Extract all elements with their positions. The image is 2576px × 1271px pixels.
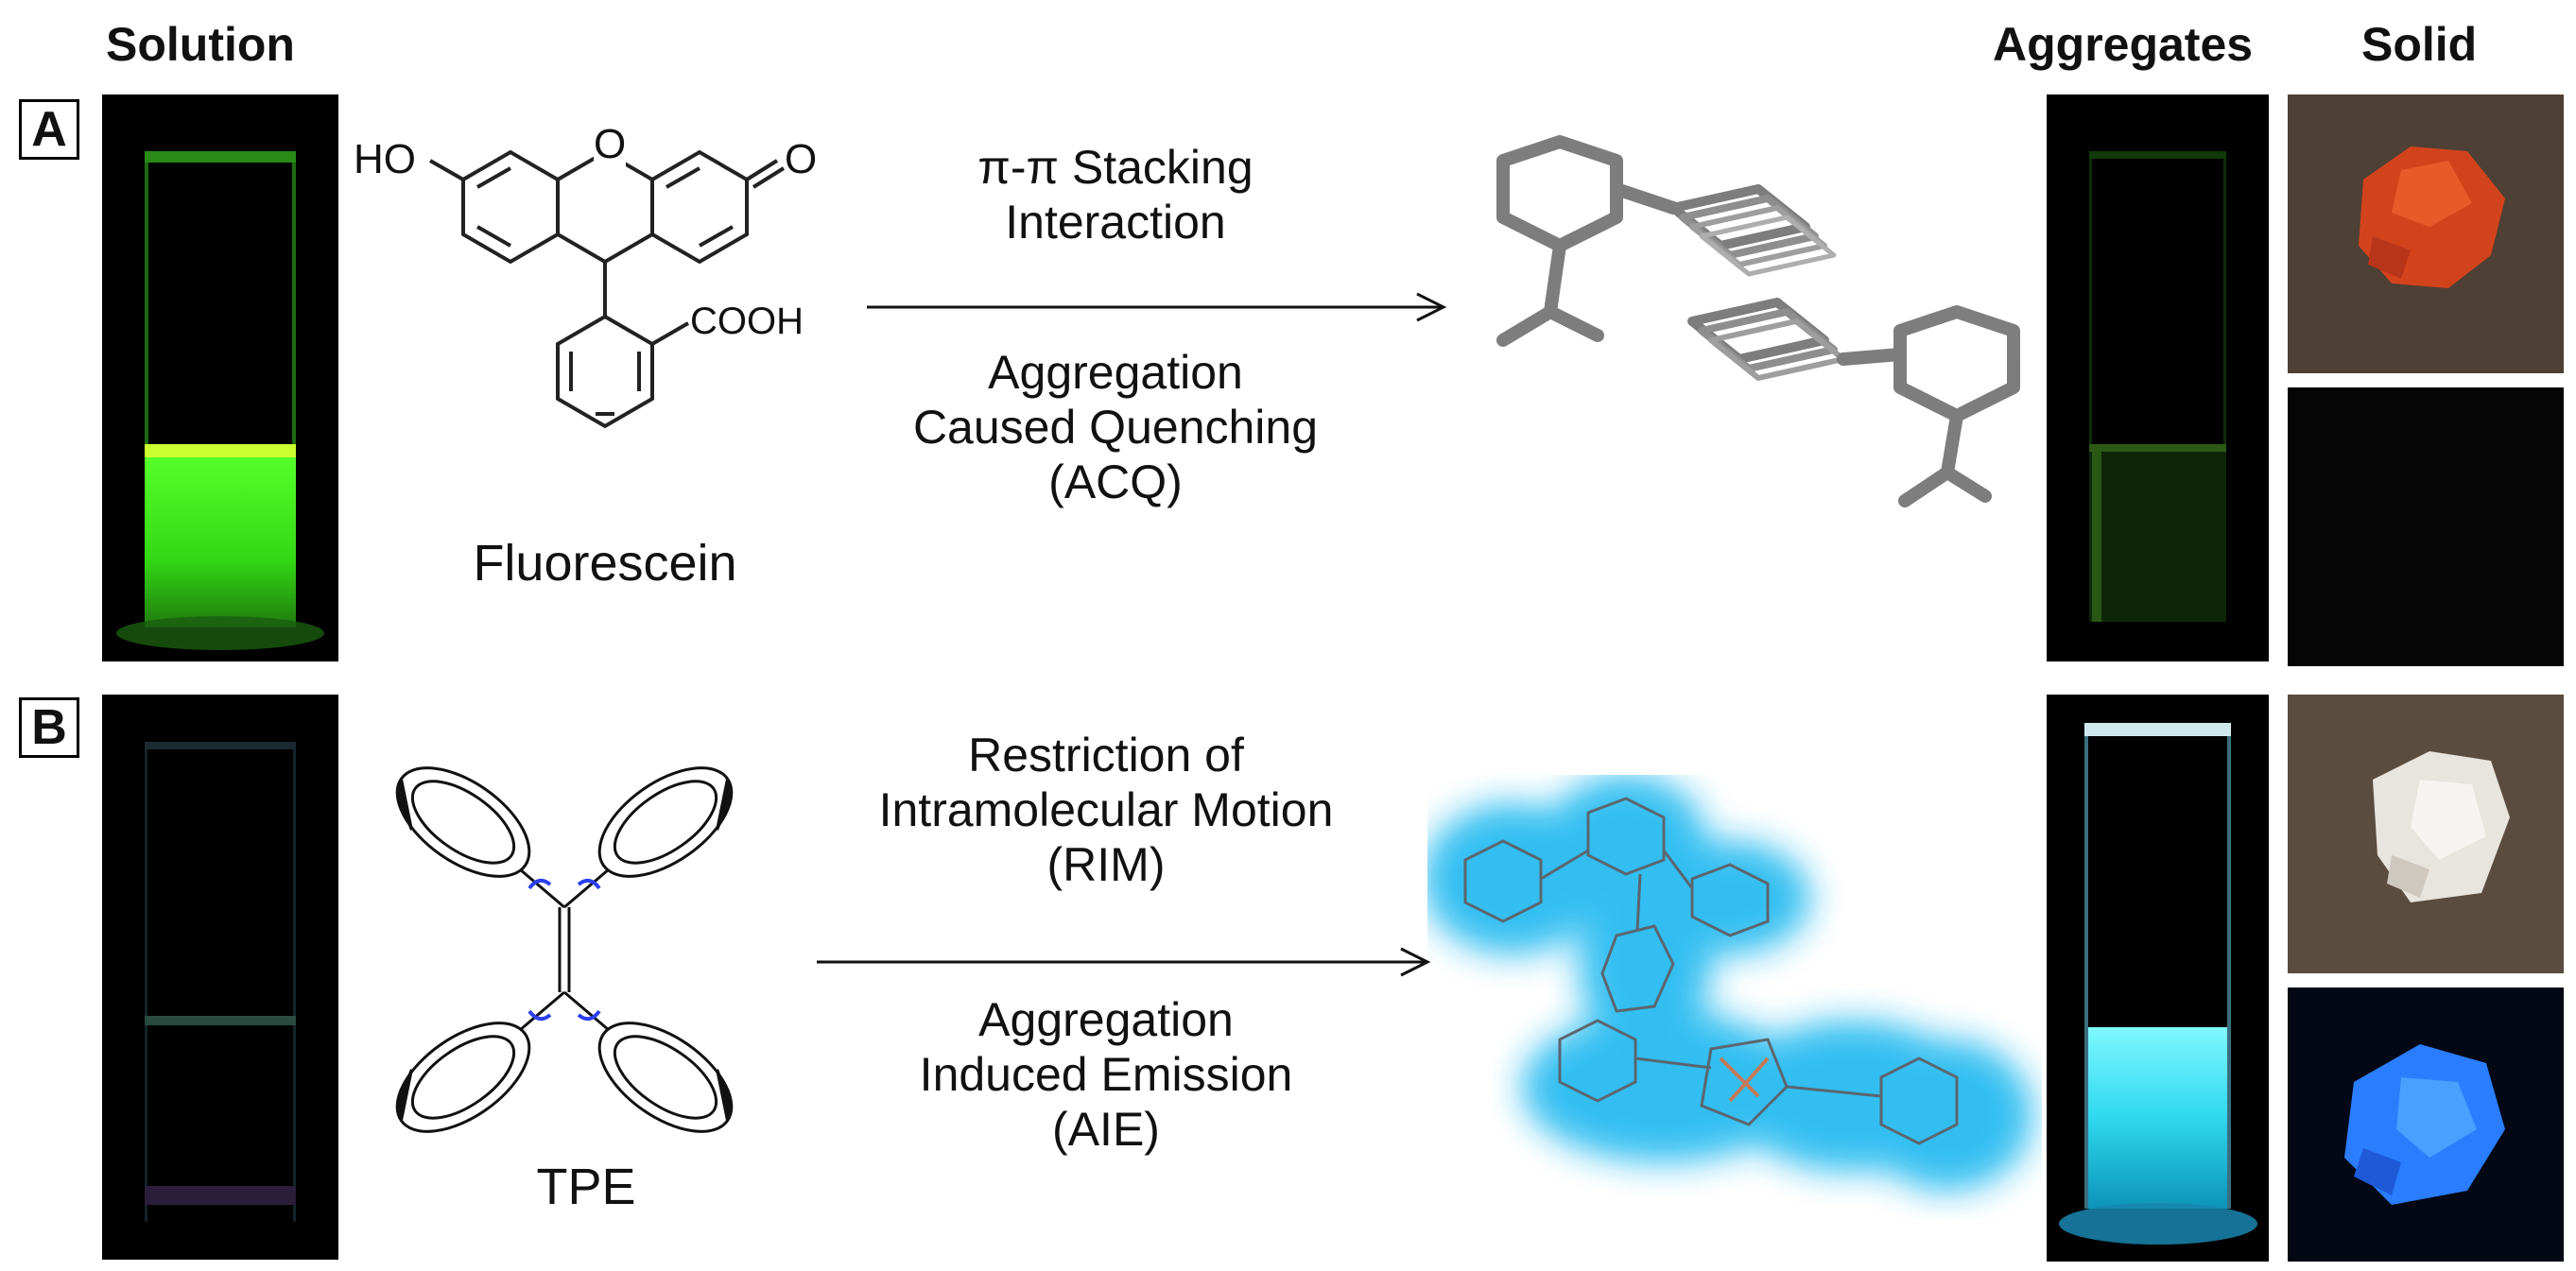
acq-effect-line-3: (ACQ) <box>1048 455 1183 508</box>
acq-mechanism-label: π-π Stacking Interaction <box>851 140 1380 249</box>
rim-mechanism-line-3: (RIM) <box>1046 838 1166 891</box>
aggregates-header: Aggregates <box>1993 18 2254 71</box>
acq-effect-line-1: Aggregation <box>988 346 1243 399</box>
solid-header: Solid <box>2361 18 2478 71</box>
fluorescein-solid-daylight-photo <box>2288 94 2564 373</box>
fluorescein-solid-uv-photo <box>2288 387 2564 666</box>
aie-arrow <box>815 943 1439 981</box>
fluorescein-acid-label: COOH <box>690 301 804 342</box>
tpe-solution-photo <box>102 695 338 1260</box>
fluorescein-solution-photo <box>102 94 338 661</box>
acq-mechanism-line-1: π-π Stacking <box>977 141 1253 194</box>
acq-arrow <box>865 288 1470 326</box>
panel-b-label: B <box>19 697 79 758</box>
tpe-aggregate-photo <box>2047 695 2269 1262</box>
fluorescein-ring-oxygen-label: O <box>594 121 627 168</box>
panel-a-label: A <box>19 99 79 160</box>
tpe-solid-uv-photo <box>2288 988 2564 1262</box>
acq-mechanism-line-2: Interaction <box>1005 196 1226 249</box>
tpe-structure <box>388 756 737 1153</box>
aie-effect-line-3: (AIE) <box>1052 1103 1160 1156</box>
fluorescein-hydroxyl-label: HO <box>354 136 416 182</box>
fluorescein-aggregate-photo <box>2047 94 2269 661</box>
rim-mechanism-line-1: Restriction of <box>968 729 1244 781</box>
fluorescein-carbonyl-label: O <box>785 136 818 182</box>
rim-mechanism-label: Restriction of Intramolecular Motion (RI… <box>804 728 1409 892</box>
tpe-name: TPE <box>536 1159 636 1215</box>
aie-effect-label: Aggregation Induced Emission (AIE) <box>804 992 1409 1157</box>
aie-effect-line-1: Aggregation <box>978 993 1234 1046</box>
solution-header: Solution <box>106 18 295 71</box>
acq-effect-line-2: Caused Quenching <box>912 401 1319 454</box>
acq-effect-label: Aggregation Caused Quenching (ACQ) <box>851 345 1380 509</box>
aie-glowing-molecules <box>1423 775 2042 1219</box>
fluorescein-structure: HO O O COOH <box>340 121 870 539</box>
acq-stacked-molecules <box>1446 123 2051 529</box>
tpe-solid-daylight-photo <box>2288 695 2564 973</box>
fluorescein-name: Fluorescein <box>473 535 737 592</box>
rim-mechanism-line-2: Intramolecular Motion <box>878 783 1334 836</box>
aie-effect-line-2: Induced Emission <box>919 1048 1293 1101</box>
